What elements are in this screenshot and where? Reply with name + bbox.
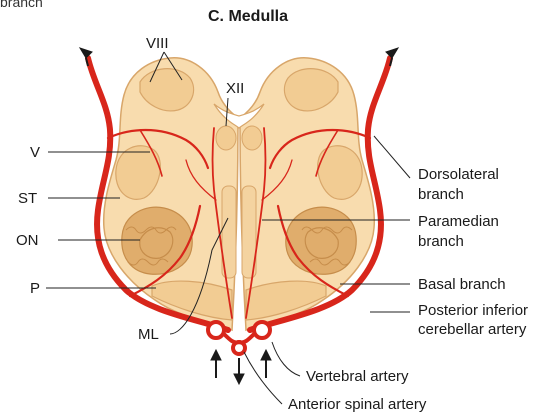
leader-vertebral bbox=[272, 342, 300, 376]
label-v: V bbox=[30, 144, 40, 161]
label-pica-line2: cerebellar artery bbox=[418, 321, 526, 338]
label-dorsolateral-line1: Dorsolateral bbox=[418, 166, 499, 183]
label-paramedian-line1: Paramedian bbox=[418, 213, 499, 230]
olivary-nucleus-left bbox=[122, 207, 192, 274]
vertebral-artery-left bbox=[208, 322, 224, 338]
label-pica-line1: Posterior inferior bbox=[418, 302, 528, 319]
label-paramedian-line2: branch bbox=[418, 233, 464, 250]
anterior-spinal-link bbox=[224, 334, 254, 343]
label-vertebral-artery: Vertebral artery bbox=[306, 368, 409, 385]
figure-title: C. Medulla bbox=[208, 8, 288, 25]
label-ml: ML bbox=[138, 326, 159, 343]
label-on: ON bbox=[16, 232, 39, 249]
nucleus-xii-right bbox=[242, 126, 262, 150]
label-st: ST bbox=[18, 190, 37, 207]
olivary-nucleus-right bbox=[286, 207, 356, 274]
label-viii: VIII bbox=[146, 35, 169, 52]
label-dorsolateral-line2: branch bbox=[418, 186, 464, 203]
label-p: P bbox=[30, 280, 40, 297]
top-fragment-text: branch bbox=[0, 0, 43, 11]
label-anterior-spinal-artery: Anterior spinal artery bbox=[288, 396, 426, 413]
label-xii: XII bbox=[226, 80, 244, 97]
label-basal-branch: Basal branch bbox=[418, 276, 506, 293]
leader-dorsolateral bbox=[374, 136, 410, 178]
nucleus-xii-left bbox=[216, 126, 236, 150]
vertebral-artery-right bbox=[254, 322, 270, 338]
